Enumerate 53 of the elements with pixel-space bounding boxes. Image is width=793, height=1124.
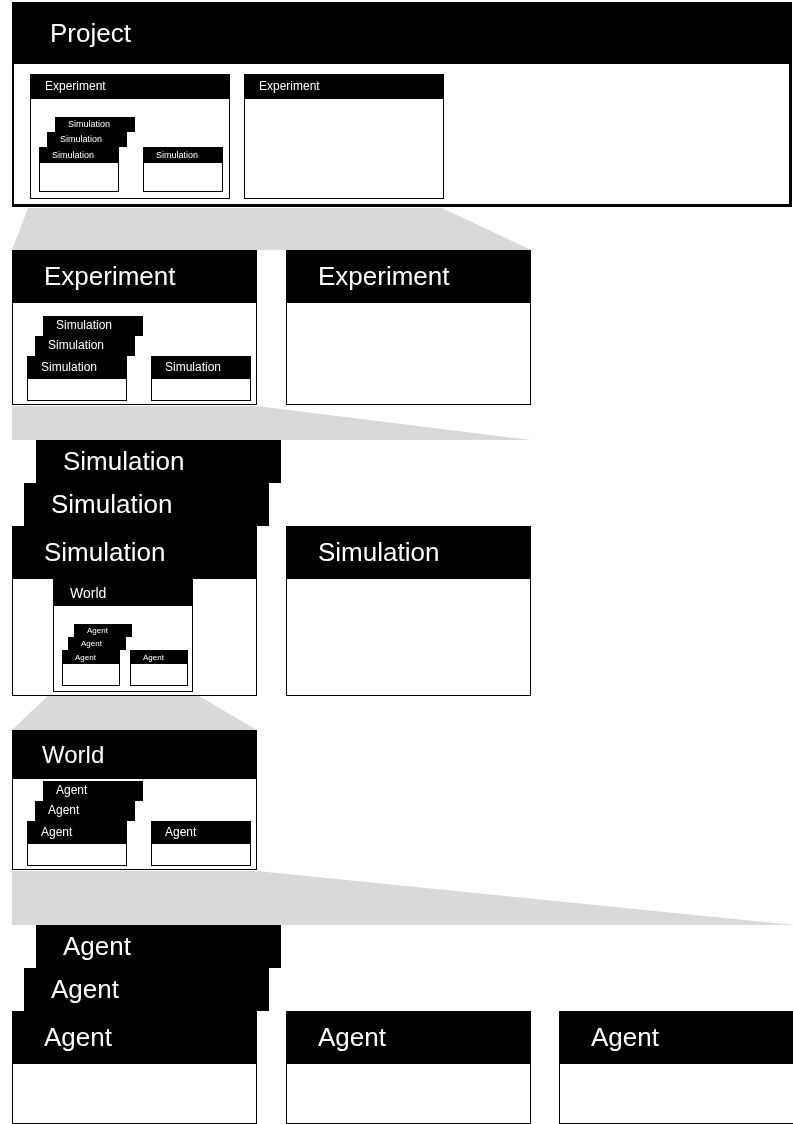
title-bar: Agent: [44, 782, 142, 800]
agent-card: [151, 821, 251, 866]
agent-card: [62, 650, 120, 686]
experiment-card: [30, 74, 230, 199]
simulation-card: [143, 147, 223, 192]
title-bar: Agent: [560, 1012, 793, 1064]
title-bar: World: [13, 731, 256, 779]
title-bar: Agent: [131, 651, 187, 664]
simulation-card: [39, 147, 119, 192]
title-bar: Simulation: [287, 527, 530, 579]
agent-card: [27, 821, 127, 866]
title-bar: Simulation: [144, 148, 222, 163]
experiment-card: [12, 250, 257, 405]
title-bar: Agent: [63, 651, 119, 664]
title-bar: Agent: [287, 1012, 530, 1064]
title-bar: Simulation: [40, 148, 118, 163]
title-bar: Experiment: [31, 75, 229, 99]
title-bar: Simulation: [44, 317, 142, 335]
title-bar: Simulation: [48, 133, 126, 146]
title-bar: Simulation: [152, 357, 250, 379]
title-bar: Agent: [28, 822, 126, 844]
experiment-card: [244, 74, 444, 199]
simulation-card: [27, 356, 127, 401]
title-bar: Agent: [25, 969, 268, 1010]
title-bar: Simulation: [13, 527, 256, 579]
title-bar: Agent: [69, 638, 125, 649]
title-bar: Agent: [75, 625, 131, 636]
title-bar: Simulation: [36, 337, 134, 355]
title-bar: Simulation: [25, 484, 268, 525]
title-bar: Agent: [37, 926, 280, 967]
simulation-card: [151, 356, 251, 401]
agent-card: [12, 1011, 257, 1124]
world-card: [12, 730, 257, 870]
title-bar: Experiment: [287, 251, 530, 303]
agent-card: [130, 650, 188, 686]
title-bar: Agent: [36, 802, 134, 820]
experiment-card: [286, 250, 531, 405]
simulation-card: [12, 526, 257, 696]
project-panel: [12, 2, 792, 207]
title-bar: Experiment: [245, 75, 443, 99]
agent-card: [286, 1011, 531, 1124]
title-bar: Project: [14, 4, 789, 64]
simulation-card: [286, 526, 531, 696]
title-bar: Agent: [152, 822, 250, 844]
title-bar: Simulation: [28, 357, 126, 379]
title-bar: Agent: [13, 1012, 256, 1064]
world-card: [53, 579, 193, 692]
title-bar: Simulation: [37, 441, 280, 482]
title-bar: Experiment: [13, 251, 256, 303]
agent-card: [559, 1011, 793, 1124]
title-bar: Simulation: [56, 118, 134, 131]
zoom-projection: [12, 871, 793, 925]
title-bar: World: [54, 580, 192, 606]
